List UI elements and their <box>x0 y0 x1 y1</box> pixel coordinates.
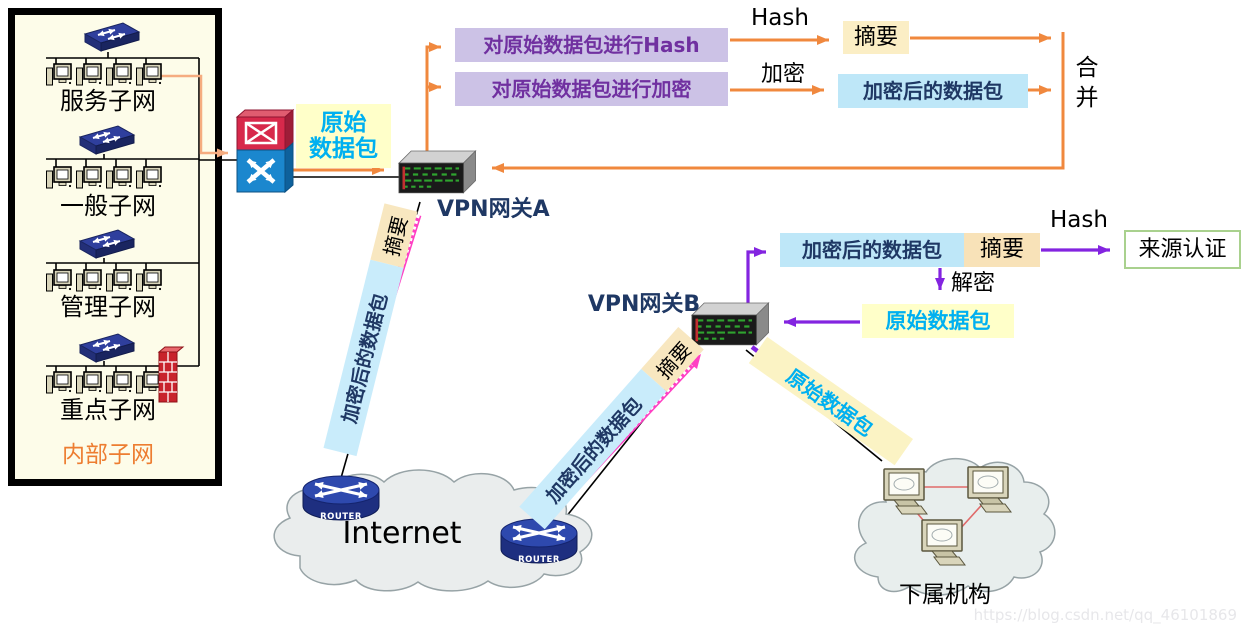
watermark: https://blog.csdn.net/qq_46101869 <box>973 606 1237 624</box>
l3-switch-icon <box>235 108 295 194</box>
gateway-b-label: VPN网关B <box>587 292 701 318</box>
switch-icon <box>80 230 134 258</box>
branch-label: 下属机构 <box>899 582 991 609</box>
internal-network-title: 内部子网 <box>62 441 154 468</box>
vpn-gateway-b-icon <box>690 301 770 346</box>
received-encrypted-packet-box: 加密后的数据包 <box>780 233 964 267</box>
gateway-a-label: VPN网关A <box>437 197 550 223</box>
decrypt-arrow-label: 解密 <box>950 271 995 297</box>
purple-flow <box>746 245 1110 327</box>
hash-arrow-label: Hash <box>751 4 809 31</box>
encrypted-packet-box: 加密后的数据包 <box>838 74 1028 108</box>
subnet-label-key: 重点子网 <box>60 396 156 425</box>
original-packet-line1: 原始 <box>320 109 367 136</box>
subnet-label-general: 一般子网 <box>60 192 156 221</box>
orange-flow <box>293 32 1065 175</box>
panel-wiring <box>46 52 240 372</box>
router-label: ROUTER <box>518 555 560 565</box>
switch-icon <box>85 23 139 51</box>
original-packet-line2: 数据包 <box>309 136 378 162</box>
switch-icon <box>80 126 134 154</box>
source-auth-box: 来源认证 <box>1124 230 1241 269</box>
original-packet-label-box: 原始 数据包 <box>296 104 391 168</box>
switch-icon <box>80 334 134 362</box>
router-icon <box>500 518 578 564</box>
encrypt-process-box: 对原始数据包进行加密 <box>455 72 728 106</box>
merge-label: 合并 <box>1075 55 1099 111</box>
decrypted-original-packet-box: 原始数据包 <box>862 304 1014 338</box>
hash-process-box: 对原始数据包进行Hash <box>455 28 728 62</box>
hash-arrow-label-2: Hash <box>1050 206 1108 233</box>
firewall-icon <box>157 346 185 403</box>
vpn-gateway-a-icon <box>397 149 477 194</box>
received-digest-box: 摘要 <box>964 233 1040 267</box>
subnet-label-management: 管理子网 <box>60 293 156 322</box>
router-label: ROUTER <box>320 512 362 522</box>
router-icon <box>302 475 380 521</box>
internet-label: Internet <box>342 515 462 551</box>
encrypt-arrow-label: 加密 <box>760 62 805 88</box>
digest-box: 摘要 <box>843 21 909 54</box>
subnet-to-switch-line <box>158 74 228 158</box>
subnet-label-server: 服务子网 <box>60 87 156 116</box>
